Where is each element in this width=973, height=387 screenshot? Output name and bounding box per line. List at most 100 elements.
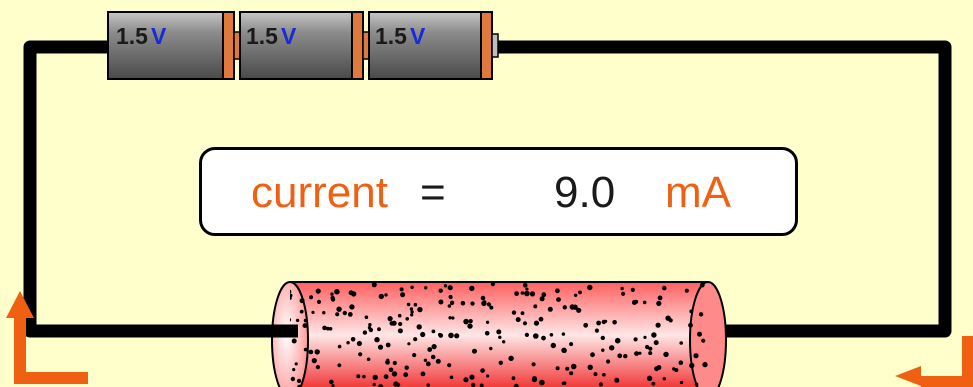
- charge-dot: [364, 315, 369, 320]
- charge-dot: [633, 337, 638, 342]
- charge-dot: [514, 291, 519, 296]
- charge-dot: [550, 342, 556, 349]
- charge-dot: [396, 382, 401, 387]
- charge-dot: [498, 335, 502, 339]
- charge-dot: [486, 302, 491, 307]
- charge-dot: [531, 362, 536, 367]
- equals-sign: =: [420, 168, 446, 217]
- charge-dot: [328, 327, 333, 331]
- charge-dot: [447, 304, 452, 308]
- charge-dot: [479, 383, 484, 387]
- charge-dot: [427, 347, 433, 352]
- charge-dot: [541, 335, 546, 341]
- charge-dot: [448, 294, 453, 300]
- charge-dot: [420, 371, 426, 377]
- charge-dot: [651, 332, 657, 338]
- charge-dot: [294, 362, 298, 366]
- charge-dot: [562, 305, 567, 310]
- charge-dot: [451, 316, 455, 320]
- charge-dot: [701, 338, 706, 343]
- charge-dot: [449, 375, 454, 380]
- charge-dot: [409, 307, 414, 311]
- charge-dot: [573, 293, 578, 297]
- charge-dot: [525, 287, 529, 291]
- charge-dot: [303, 347, 308, 352]
- charge-dot: [486, 374, 490, 378]
- charge-dot: [656, 300, 662, 306]
- charge-dot: [397, 328, 403, 334]
- charge-dot: [400, 292, 406, 298]
- charge-dot: [315, 365, 320, 370]
- charge-dot: [426, 383, 430, 387]
- charge-dot: [541, 292, 547, 298]
- charge-dot: [387, 316, 393, 322]
- charge-dot: [299, 309, 304, 314]
- charge-dot: [403, 372, 409, 378]
- charge-dot: [638, 351, 642, 355]
- charge-dot: [532, 376, 537, 381]
- charge-dot: [377, 327, 381, 332]
- charge-dot: [384, 293, 388, 297]
- charge-dot: [539, 296, 545, 302]
- charge-dot: [291, 338, 297, 344]
- charge-dot: [648, 346, 653, 351]
- charge-dot: [522, 321, 528, 326]
- charge-dot: [524, 332, 530, 337]
- charge-dot: [296, 378, 302, 383]
- current-direction-arrow-right: [895, 336, 973, 387]
- charge-dot: [350, 337, 356, 342]
- charge-dot: [606, 359, 611, 364]
- charge-dot: [529, 291, 536, 297]
- charge-dot: [657, 295, 663, 301]
- charge-dot: [702, 361, 708, 368]
- battery-cell-2: [239, 11, 371, 80]
- charge-dot: [697, 331, 702, 337]
- charge-dot: [391, 371, 398, 377]
- charge-dot: [547, 306, 553, 312]
- charge-dot: [367, 326, 372, 330]
- charge-dot: [612, 320, 617, 325]
- charge-dot: [347, 312, 353, 317]
- charge-dot: [489, 305, 494, 310]
- charge-dot: [388, 367, 394, 373]
- charge-dot: [679, 380, 684, 385]
- charge-dot: [694, 382, 699, 387]
- resistor: [271, 281, 727, 387]
- charge-dot: [431, 344, 437, 350]
- charge-dot: [483, 300, 487, 304]
- charge-dot: [480, 368, 485, 373]
- charge-dot: [407, 342, 411, 346]
- charge-dot: [576, 307, 582, 313]
- charge-dot: [515, 317, 521, 323]
- charge-dot: [425, 361, 431, 367]
- charge-dot: [438, 288, 443, 293]
- charge-dot: [303, 318, 308, 323]
- charge-dot: [645, 344, 650, 350]
- charge-dot: [315, 288, 321, 294]
- charge-dot: [490, 282, 495, 287]
- charge-dot: [349, 304, 355, 310]
- charge-dot: [693, 353, 699, 359]
- charge-dot: [413, 302, 418, 307]
- charge-dot: [513, 383, 519, 387]
- charge-dot: [508, 355, 514, 361]
- charge-dot: [565, 366, 570, 371]
- charge-dot: [438, 299, 444, 305]
- charge-dot: [583, 322, 589, 328]
- charge-dot: [356, 340, 362, 347]
- charge-dot: [385, 342, 391, 348]
- charge-dot: [330, 295, 335, 301]
- charge-dot: [416, 324, 422, 330]
- charge-dot: [634, 299, 639, 304]
- charge-dot: [623, 354, 628, 359]
- charge-dot: [413, 337, 418, 342]
- charge-dot: [448, 332, 454, 339]
- charge-dot: [555, 366, 560, 371]
- current-direction-arrow-left-base: [14, 372, 88, 384]
- charge-dot: [454, 333, 460, 339]
- charge-dot: [447, 363, 452, 368]
- battery-cell-1: [107, 11, 242, 80]
- charge-dot: [362, 374, 366, 379]
- charge-dot: [448, 316, 452, 320]
